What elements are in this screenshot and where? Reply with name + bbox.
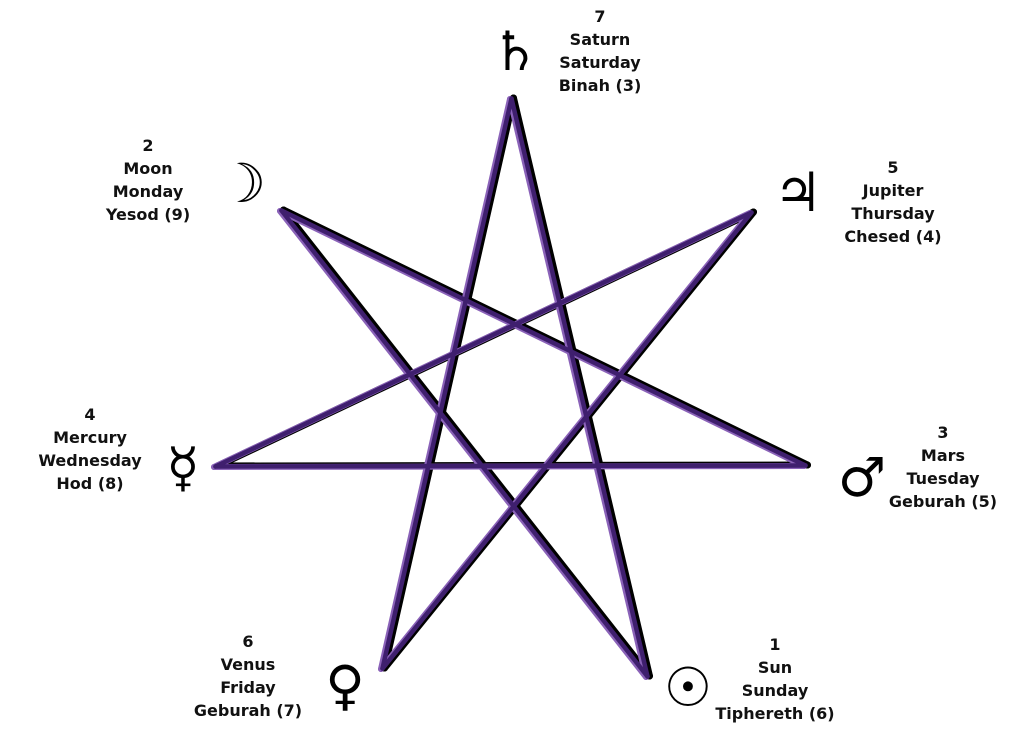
venus-day: Friday [220,678,276,697]
venus-planet: Venus [220,655,276,674]
sun-number: 1 [769,635,781,654]
moon-day: Monday [112,182,184,201]
moon-icon: ☽ [217,152,267,215]
sun-day: Sunday [741,681,809,700]
jupiter-icon: ♃ [773,161,823,224]
mars-day: Tuesday [906,469,980,488]
saturn-sephirah: Binah (3) [558,76,642,95]
star-edge-saturn-sun [509,96,650,679]
venus-number: 6 [242,632,254,651]
mercury-planet: Mercury [53,428,127,447]
sun-label: 1 Sun Sunday Tiphereth (6) [685,633,865,725]
moon-planet: Moon [123,159,173,178]
venus-icon: ♀ [325,654,365,717]
star-edge-jupiter-mercury [213,210,754,469]
mercury-day: Wednesday [38,451,142,470]
saturn-number: 7 [594,7,606,26]
star-edge-moon-sun [279,208,650,679]
venus-sephirah: Geburah (7) [193,701,303,720]
jupiter-planet: Jupiter [862,181,924,200]
saturn-label: 7 Saturn Saturday Binah (3) [510,5,690,97]
jupiter-label: 5 Jupiter Thursday Chesed (4) [803,156,983,248]
star-edge-jupiter-venus [380,210,754,671]
star-edge-mercury-mars [213,463,808,469]
star-edge-saturn-venus [380,96,514,671]
moon-sephirah: Yesod (9) [105,205,191,224]
mars-number: 3 [937,423,949,442]
moon-label: 2 Moon Monday Yesod (9) [58,134,238,226]
venus-label: 6 Venus Friday Geburah (7) [158,630,338,722]
jupiter-number: 5 [887,158,899,177]
mars-sephirah: Geburah (5) [888,492,998,511]
mercury-label: 4 Mercury Wednesday Hod (8) [0,403,180,495]
mars-icon: ♂ [837,446,887,509]
mercury-sephirah: Hod (8) [56,474,124,493]
jupiter-day: Thursday [851,204,935,223]
mercury-icon: ☿ [166,436,200,499]
star-edge-moon-mars [279,208,808,468]
sun-sephirah: Tiphereth (6) [715,704,835,723]
moon-number: 2 [142,136,154,155]
mars-planet: Mars [920,446,966,465]
saturn-icon: ♄ [490,20,540,83]
sun-icon: ☉ [663,656,713,719]
sun-planet: Sun [757,658,793,677]
saturn-planet: Saturn [569,30,631,49]
mercury-number: 4 [84,405,96,424]
jupiter-sephirah: Chesed (4) [844,227,942,246]
mars-label: 3 Mars Tuesday Geburah (5) [853,421,1024,513]
saturn-day: Saturday [559,53,641,72]
